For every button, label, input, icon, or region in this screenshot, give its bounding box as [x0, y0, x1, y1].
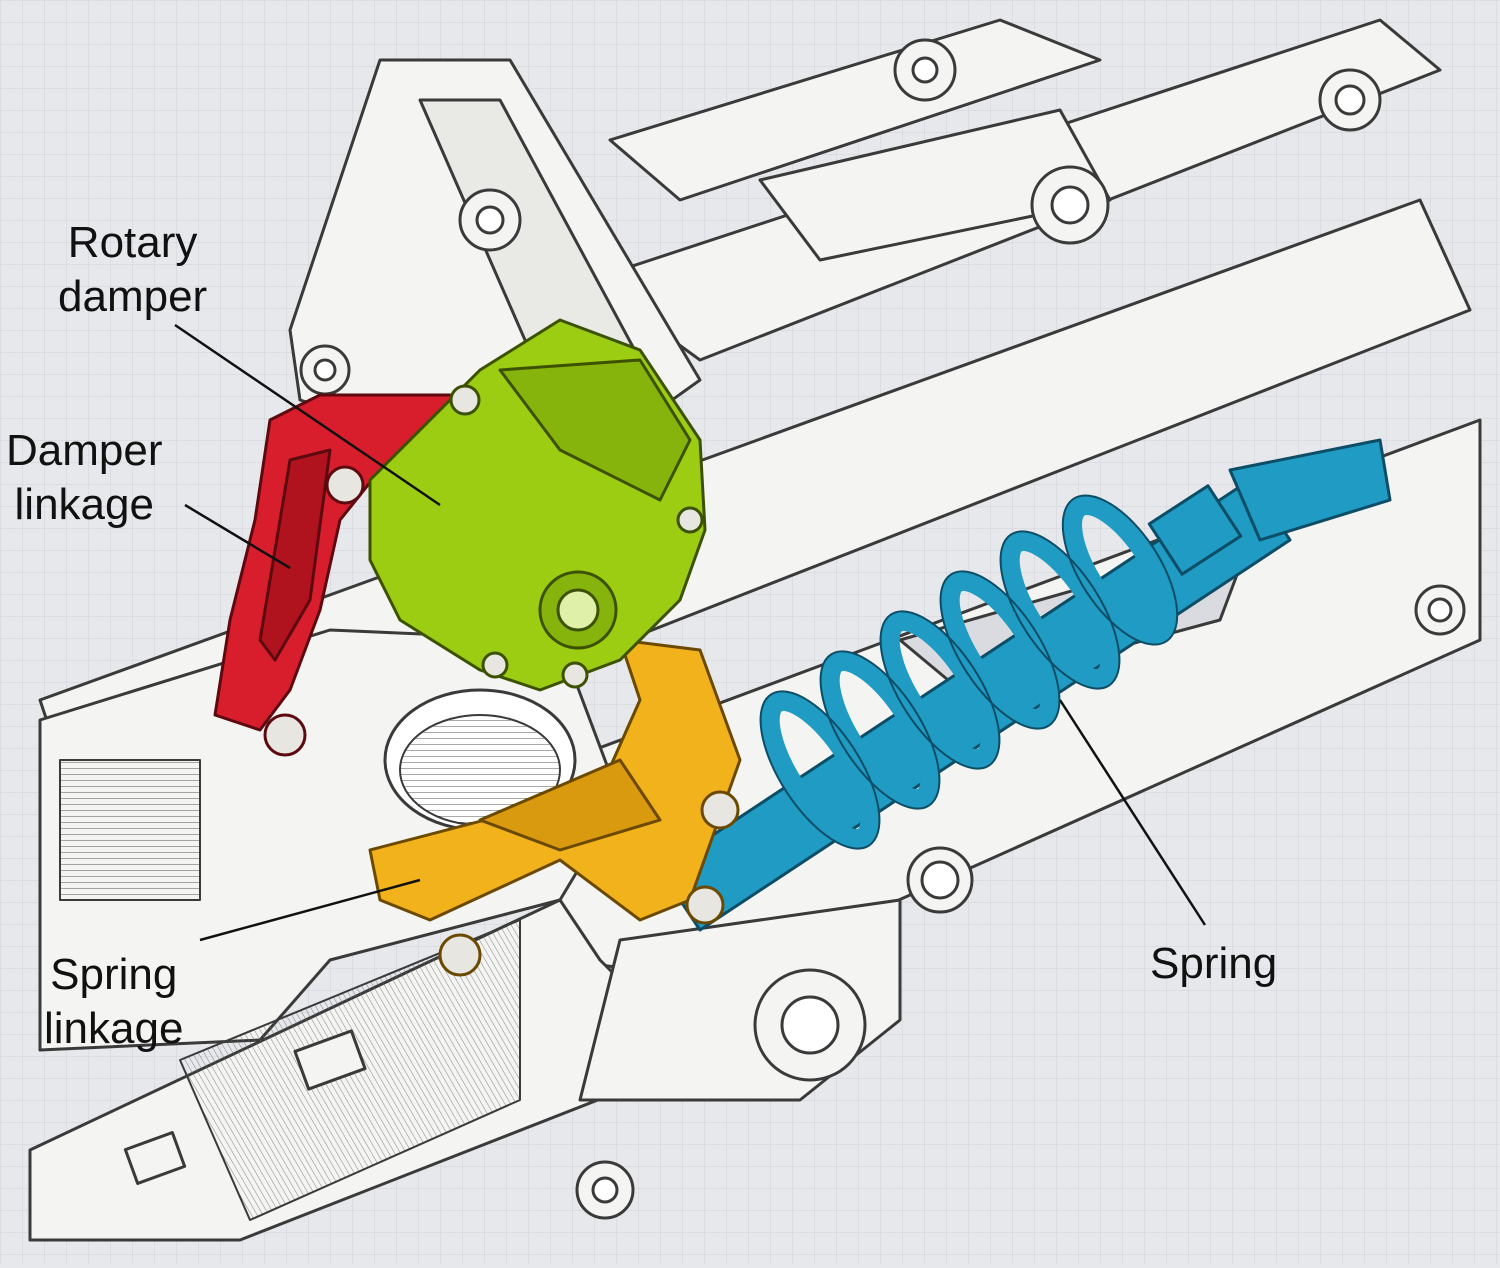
- label-damper-linkage-line1: Damper: [6, 426, 163, 475]
- spring-linkage-part: [368, 638, 742, 977]
- label-damper-linkage: Damper linkage: [6, 424, 163, 532]
- label-damper-linkage-line2: linkage: [14, 480, 154, 529]
- leader-spring: [1058, 699, 1207, 926]
- beam-tab-2: [123, 1131, 187, 1185]
- label-spring-linkage-line2: linkage: [44, 1004, 184, 1053]
- spring-preload-collar: [1147, 484, 1243, 576]
- spring-assembly: [658, 438, 1392, 932]
- label-spring-linkage-line1: Spring: [50, 950, 178, 999]
- leader-damper-linkage: [184, 503, 291, 570]
- spring-coils: [759, 495, 1178, 850]
- label-spring: Spring: [1150, 937, 1277, 991]
- label-rotary-damper-line1: Rotary: [67, 218, 198, 267]
- beam-tab: [293, 1029, 367, 1091]
- label-rotary-damper: Rotary damper: [58, 216, 207, 324]
- leader-lines: [174, 323, 1207, 942]
- rotary-damper-part: [368, 318, 707, 692]
- upper-subframe-rail-2: [608, 18, 1102, 202]
- leader-rotary-damper: [174, 323, 441, 507]
- label-spring-linkage: Spring linkage: [44, 948, 183, 1056]
- leader-spring-linkage: [199, 878, 421, 942]
- subframe-cross-brace: [758, 108, 1112, 262]
- label-spring-line1: Spring: [1150, 939, 1278, 988]
- label-rotary-damper-line2: damper: [58, 272, 208, 321]
- shock-top-mount: [1228, 438, 1392, 542]
